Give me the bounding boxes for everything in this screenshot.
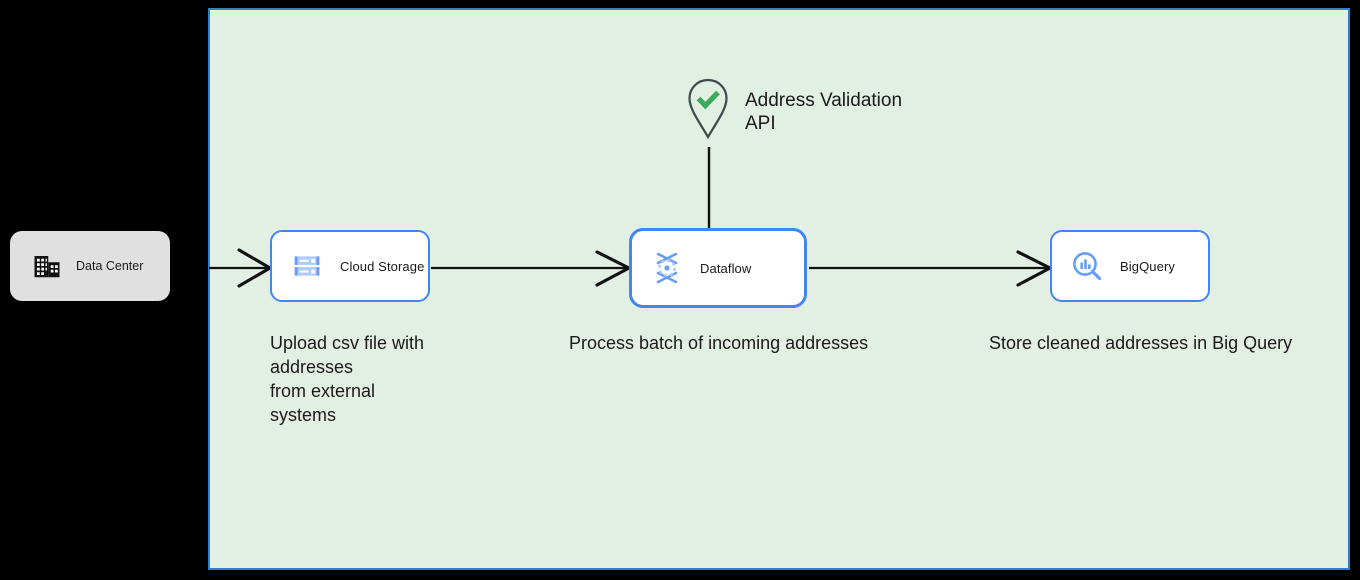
dataflow-icon	[650, 251, 684, 285]
node-data-center[interactable]: Data Center	[10, 231, 170, 301]
external-service-label: Address Validation API	[745, 90, 903, 134]
node-dataflow[interactable]: Dataflow	[629, 228, 807, 308]
caption-bigquery: Store cleaned addresses in Big Query	[989, 333, 1293, 353]
node-dataflow-label: Dataflow	[700, 260, 752, 276]
location-pin-check-icon	[685, 76, 731, 142]
node-data-center-label: Data Center	[76, 259, 144, 273]
cloud-storage-icon	[290, 249, 324, 283]
bigquery-icon	[1070, 249, 1104, 283]
data-center-icon	[32, 251, 62, 281]
node-cloud-storage-label: Cloud Storage	[340, 258, 425, 274]
external-service-address-validation-api[interactable]: Address Validation API	[685, 76, 902, 142]
node-cloud-storage[interactable]: Cloud Storage	[270, 230, 430, 302]
node-bigquery-label: BigQuery	[1120, 258, 1175, 274]
caption-cloud-storage: Upload csv file with addresses from exte…	[270, 333, 425, 425]
caption-dataflow: Process batch of incoming addresses	[569, 333, 869, 353]
node-bigquery[interactable]: BigQuery	[1050, 230, 1210, 302]
